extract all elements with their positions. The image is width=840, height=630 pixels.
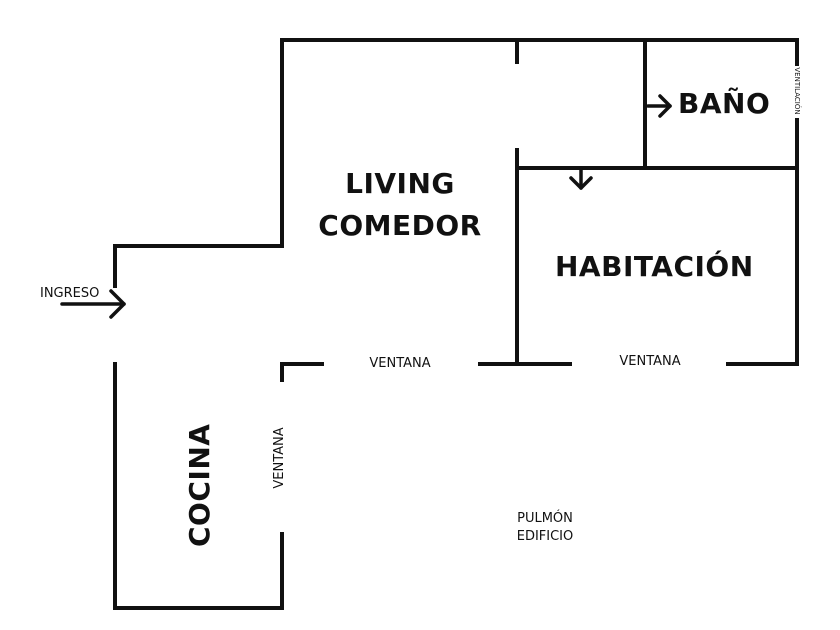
bedroom-door-arrow-icon — [569, 166, 593, 190]
walls — [113, 38, 799, 610]
living-room-label: LIVING — [330, 170, 470, 198]
entrance-arrow-icon — [60, 289, 126, 319]
kitchen-window-label: VENTANA — [272, 427, 287, 489]
light-well-line2: EDIFICIO — [516, 529, 574, 544]
living-window-label: VENTANA — [369, 356, 431, 371]
kitchen-label: COCINA — [183, 423, 216, 547]
bedroom-label: HABITACIÓN — [555, 250, 754, 283]
ventilation-label: VENTILACIÓN — [793, 67, 801, 115]
living-label-line2: COMEDOR — [318, 209, 482, 242]
living-label-line1: LIVING — [345, 167, 455, 200]
dining-room-label: COMEDOR — [310, 212, 490, 240]
bedroom-window-label: VENTANA — [619, 354, 681, 369]
bathroom-door-arrow-icon — [646, 94, 672, 118]
bathroom-label: BAÑO — [678, 87, 771, 120]
entrance-label: INGRESO — [40, 286, 100, 301]
building-light-well-label: PULMÓN EDIFICIO — [490, 510, 600, 546]
light-well-line1: PULMÓN — [517, 511, 573, 526]
